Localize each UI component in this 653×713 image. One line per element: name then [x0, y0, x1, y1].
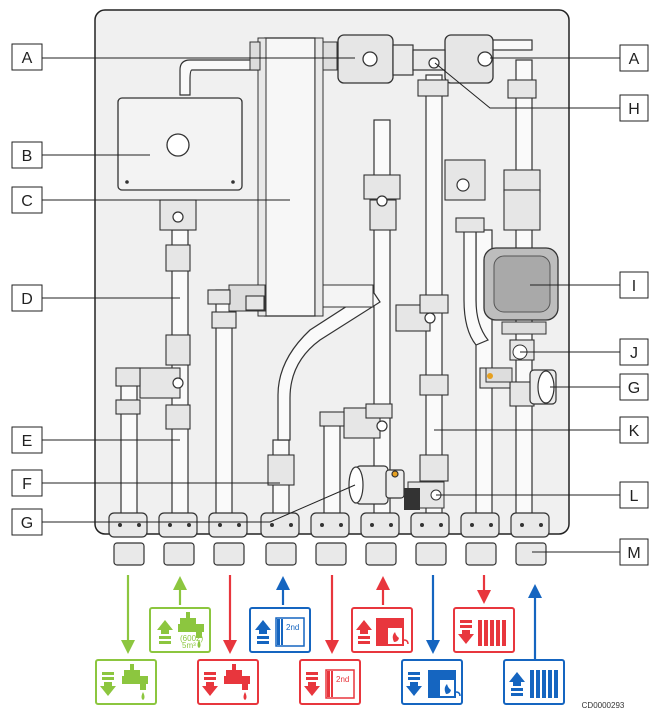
svg-text:G: G — [21, 515, 33, 532]
g-caps — [348, 369, 557, 505]
valve-l — [404, 481, 445, 510]
bottom-screws — [118, 523, 543, 527]
cold-water-inlet-icon: (6002) 5m³ — [149, 607, 211, 653]
tee-fitting-h — [392, 44, 446, 76]
svg-text:2nd: 2nd — [336, 675, 349, 684]
boiler-flow-icon — [351, 607, 413, 653]
svg-text:A: A — [629, 51, 640, 68]
arrow-down-green-1 — [121, 575, 135, 654]
plate-heat-exchanger — [228, 37, 374, 317]
arrow-down-red-5 — [325, 575, 339, 654]
flow-arrows — [121, 575, 542, 668]
arrow-up-green-2 — [173, 576, 187, 605]
radiator-return-icon — [453, 607, 515, 653]
pump — [483, 247, 559, 335]
arrow-up-blue-4 — [276, 576, 290, 605]
svg-text:I: I — [632, 278, 636, 295]
bottom-connectors — [108, 512, 550, 566]
label-i: I — [619, 271, 649, 299]
label-l: L — [619, 481, 649, 509]
label-h: H — [619, 94, 649, 122]
svg-text:5m³: 5m³ — [182, 641, 196, 650]
valve-a-right — [444, 34, 494, 84]
svg-text:B: B — [22, 148, 33, 165]
svg-text:M: M — [627, 545, 640, 562]
arrow-up-red-6 — [376, 576, 390, 605]
svg-text:L: L — [630, 488, 639, 505]
document-code: CD0000293 — [582, 701, 625, 710]
arrow-down-blue-7 — [426, 575, 440, 654]
cold-water-outlet-icon — [95, 659, 157, 705]
svg-text:2nd: 2nd — [286, 623, 299, 632]
svg-text:(6002): (6002) — [180, 634, 203, 643]
label-k: K — [619, 416, 649, 444]
hot-water-outlet-icon — [197, 659, 259, 705]
svg-text:D: D — [21, 291, 33, 308]
arrow-up-blue-9 — [528, 584, 542, 668]
label-e: E — [11, 426, 43, 454]
label-a-left: A — [11, 43, 43, 71]
label-m: M — [619, 538, 649, 566]
svg-text:J: J — [630, 345, 638, 362]
svg-text:H: H — [628, 101, 640, 118]
svg-text:A: A — [22, 50, 33, 67]
valve-a-left — [337, 34, 394, 84]
svg-text:G: G — [628, 380, 640, 397]
label-g-left: G — [11, 508, 43, 536]
radiator-flow-icon — [503, 659, 565, 705]
label-f: F — [11, 469, 43, 497]
controller-box — [117, 97, 243, 191]
leader-lines — [42, 57, 620, 553]
label-j: J — [619, 338, 649, 366]
second-circuit-return-icon: 2nd — [249, 607, 311, 653]
boiler-return-icon — [401, 659, 463, 705]
valve-j — [485, 344, 528, 383]
svg-text:F: F — [22, 476, 32, 493]
label-g-right: G — [619, 373, 649, 401]
label-d: D — [11, 284, 43, 312]
svg-text:K: K — [629, 423, 640, 440]
second-circuit-flow-icon: 2nd — [299, 659, 361, 705]
arrow-down-red-8 — [477, 575, 491, 604]
arrow-down-red-3 — [223, 575, 237, 654]
svg-text:E: E — [22, 433, 33, 450]
fittings — [115, 79, 541, 486]
label-a-right: A — [619, 44, 649, 72]
label-c: C — [11, 186, 43, 214]
label-b: B — [11, 141, 43, 169]
svg-text:C: C — [21, 193, 33, 210]
